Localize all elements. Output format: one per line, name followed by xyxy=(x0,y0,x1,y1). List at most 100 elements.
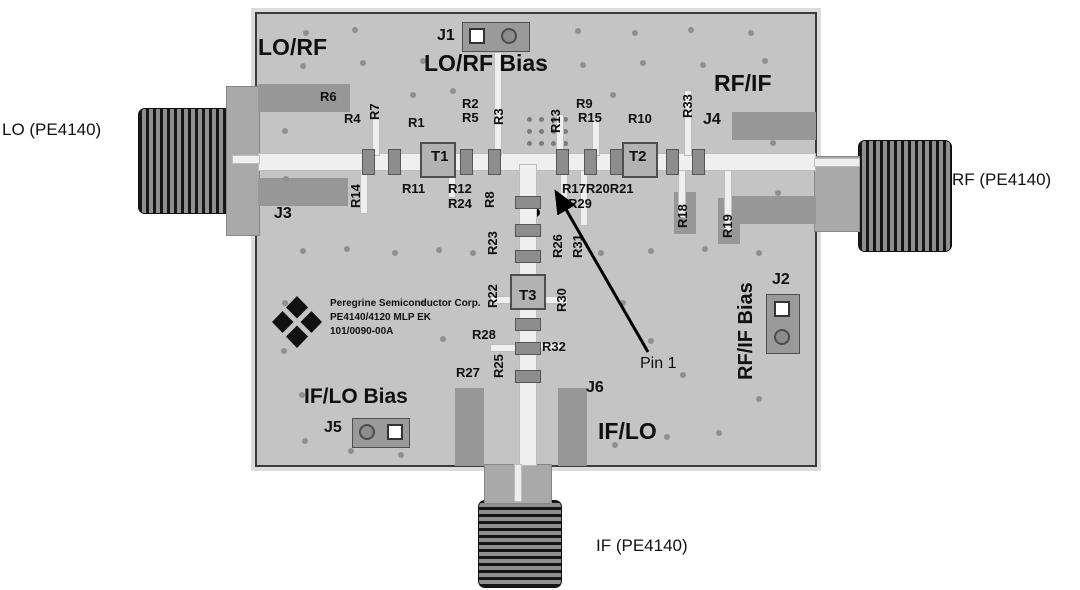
via xyxy=(420,300,426,306)
center-via xyxy=(551,141,556,146)
component-pad xyxy=(515,196,541,209)
label-r9: R9 xyxy=(576,96,593,111)
peregrine-logo xyxy=(270,294,324,355)
center-via xyxy=(527,141,532,146)
via xyxy=(716,430,722,436)
label-rf-if: RF/IF xyxy=(714,70,772,96)
via xyxy=(420,58,426,64)
via xyxy=(598,250,604,256)
label-r5: R5 xyxy=(462,110,479,125)
via xyxy=(283,176,289,182)
label-r8: R8 xyxy=(482,191,497,208)
label-r23: R23 xyxy=(485,231,500,255)
component-pad xyxy=(666,149,679,175)
j5-round-pad xyxy=(359,424,375,440)
center-via xyxy=(551,129,556,134)
via xyxy=(632,30,638,36)
label-r1: R1 xyxy=(408,115,425,130)
via xyxy=(470,250,476,256)
label-r18: R18 xyxy=(675,204,690,228)
via xyxy=(648,248,654,254)
sma-connector-rf xyxy=(858,140,952,252)
via xyxy=(770,140,776,146)
connector-flange xyxy=(814,156,860,232)
component-pad xyxy=(584,149,597,175)
via xyxy=(664,434,670,440)
label-r27: R27 xyxy=(456,365,480,380)
label-t3: T3 xyxy=(519,287,537,304)
signal-trace xyxy=(724,170,732,232)
via xyxy=(700,62,706,68)
via xyxy=(281,348,287,354)
label-t2: T2 xyxy=(629,148,647,165)
via xyxy=(756,396,762,402)
label-if-lo-bias: IF/LO Bias xyxy=(304,385,408,408)
via xyxy=(303,30,309,36)
copper-bar xyxy=(732,112,816,140)
via xyxy=(640,60,646,66)
sma-connector-if xyxy=(478,500,562,588)
copper-bar xyxy=(258,84,350,112)
center-via xyxy=(551,117,556,122)
center-via xyxy=(539,129,544,134)
center-via xyxy=(527,129,532,134)
logo-board-revision: 101/0090-00A xyxy=(330,326,394,337)
label-lo-rf-bias: LO/RF Bias xyxy=(424,50,548,76)
component-pad xyxy=(556,149,569,175)
label-pin1: Pin 1 xyxy=(640,355,677,372)
peregrine-logo-mark xyxy=(272,296,322,348)
label-r14: R14 xyxy=(348,184,363,208)
label-j1: J1 xyxy=(437,27,455,44)
j2-square-pad xyxy=(774,301,790,317)
j1-square-pad xyxy=(469,28,485,44)
label-r28: R28 xyxy=(472,327,496,342)
label-r10: R10 xyxy=(628,111,652,126)
center-via xyxy=(539,117,544,122)
logo-part-number: PE4140/4120 MLP EK xyxy=(330,312,431,323)
via xyxy=(282,300,288,306)
center-via xyxy=(563,141,568,146)
component-pad xyxy=(515,224,541,237)
via xyxy=(775,190,781,196)
if-connector-label: IF (PE4140) xyxy=(596,536,688,555)
label-j2: J2 xyxy=(772,271,790,288)
signal-trace xyxy=(684,90,692,156)
label-r17-r20-r21: R17R20R21 xyxy=(562,181,634,196)
logo-company-name: Peregrine Semiconductor Corp. xyxy=(330,298,481,309)
copper-bar xyxy=(258,178,348,206)
j2-round-pad xyxy=(774,329,790,345)
label-r33: R33 xyxy=(680,94,695,118)
label-j5: J5 xyxy=(324,419,342,436)
via xyxy=(648,338,654,344)
component-pad xyxy=(388,149,401,175)
component-pad xyxy=(515,370,541,383)
label-if-lo: IF/LO xyxy=(598,418,657,444)
label-r32: R32 xyxy=(542,339,566,354)
transformer-body xyxy=(510,274,546,310)
via xyxy=(702,246,708,252)
via xyxy=(360,60,366,66)
label-j6: J6 xyxy=(586,379,604,396)
label-r29: R29 xyxy=(568,196,592,211)
label-r30: R30 xyxy=(554,288,569,312)
via xyxy=(410,92,416,98)
j5-square-pad xyxy=(387,424,403,440)
via xyxy=(282,128,288,134)
via xyxy=(610,92,616,98)
signal-trace xyxy=(514,464,522,502)
label-r12: R12 xyxy=(448,181,472,196)
via xyxy=(299,392,305,398)
via xyxy=(348,448,354,454)
lo-connector-label: LO (PE4140) xyxy=(2,120,102,139)
via xyxy=(392,250,398,256)
via xyxy=(680,372,686,378)
copper-bar xyxy=(732,196,816,224)
component-pad xyxy=(515,318,541,331)
label-r11: R11 xyxy=(402,181,426,196)
center-via xyxy=(563,129,568,134)
component-pad xyxy=(362,149,375,175)
label-j4: J4 xyxy=(703,111,721,128)
label-rf-if-bias: RF/IF Bias xyxy=(735,282,757,380)
via xyxy=(440,336,446,342)
